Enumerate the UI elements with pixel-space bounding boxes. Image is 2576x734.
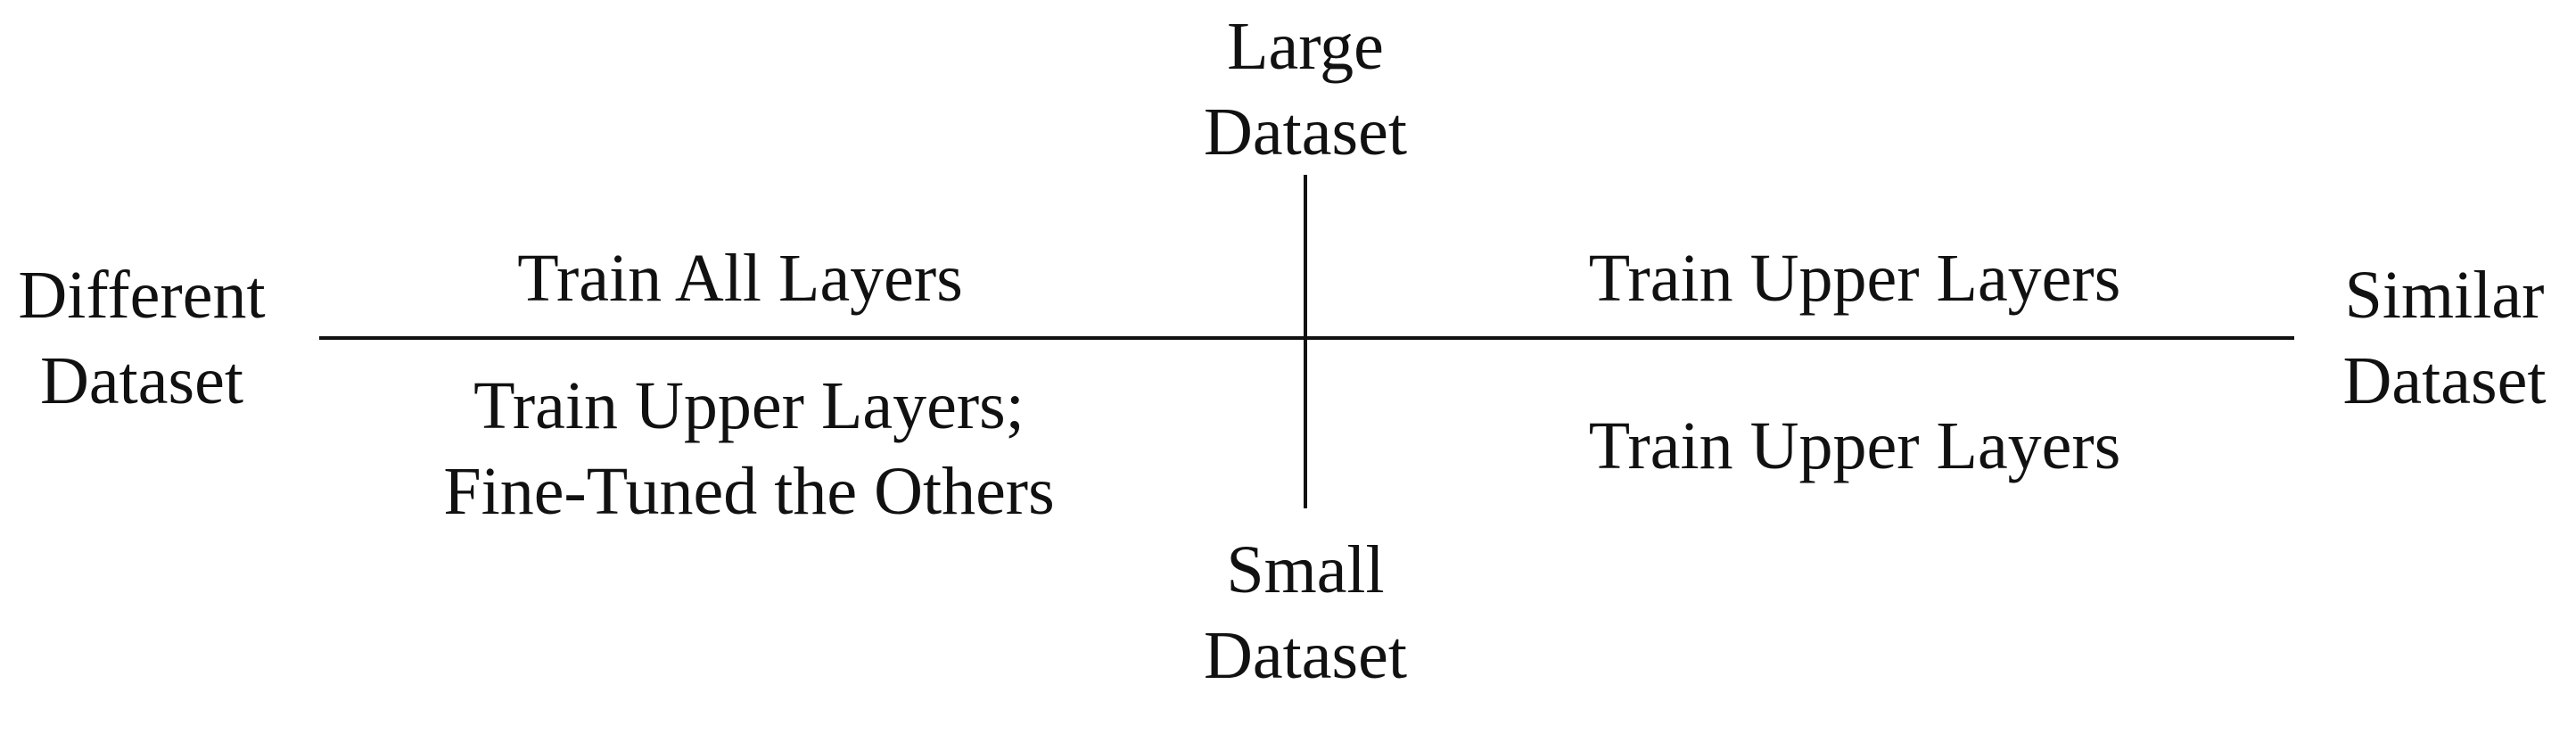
axis-label-top-line-1: Large [1227,9,1384,84]
axis-label-bottom-line-2: Dataset [1204,618,1407,693]
quadrant-bottom-left-line-1: Train Upper Layers; [473,368,1025,443]
vertical-axis-line [1304,175,1307,508]
axis-label-left-line-1: Different [18,258,266,333]
quadrant-bottom-left: Train Upper Layers; Fine-Tuned the Other… [339,363,1159,534]
quadrant-bottom-left-line-2: Fine-Tuned the Others [443,454,1055,529]
axis-label-left-line-2: Dataset [40,343,243,418]
quadrant-top-right-line-1: Train Upper Layers [1588,241,2121,316]
axis-label-top: Large Dataset [1082,4,1528,175]
quadrant-bottom-right: Train Upper Layers [1498,403,2211,489]
quadrant-bottom-right-line-1: Train Upper Layers [1588,408,2121,483]
axis-label-bottom-line-1: Small [1226,532,1385,607]
axis-label-top-line-2: Dataset [1204,95,1407,169]
quadrant-top-left-line-1: Train All Layers [517,241,963,316]
quadrant-top-right: Train Upper Layers [1498,235,2211,321]
axis-label-right-line-1: Similar [2344,258,2545,333]
axis-label-left: Different Dataset [0,252,284,424]
axis-label-bottom: Small Dataset [1082,527,1528,698]
axis-label-right: Similar Dataset [2313,252,2576,424]
axis-label-right-line-2: Dataset [2342,343,2547,418]
quadrant-top-left: Train All Layers [410,235,1070,321]
